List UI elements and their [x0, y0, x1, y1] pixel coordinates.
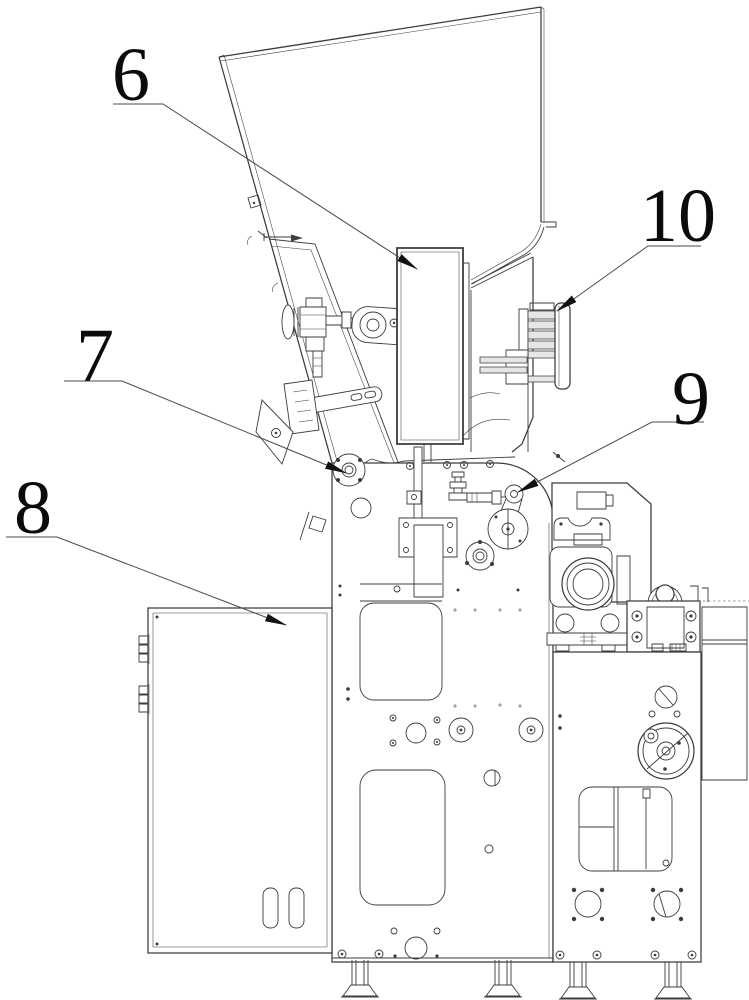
support-bracket	[256, 380, 383, 464]
callout-leader-6	[113, 104, 418, 270]
handwheel	[638, 723, 694, 779]
callout-leader-10	[556, 246, 701, 312]
callouts: 6 7 8 9 10	[6, 33, 716, 625]
callout-label-8: 8	[14, 466, 52, 550]
callout-label-9: 9	[672, 357, 710, 441]
feet	[332, 958, 701, 1000]
door	[138, 608, 332, 953]
forming-assembly	[547, 483, 651, 651]
hopper	[219, 7, 556, 463]
frame-details	[333, 447, 543, 959]
upper-housing	[372, 253, 565, 463]
feeder-actuator-linkage	[282, 298, 415, 377]
callout-label-10: 10	[640, 174, 716, 258]
callout-label-6: 6	[112, 33, 150, 117]
callout-leader-7	[64, 381, 347, 473]
right-column	[553, 652, 701, 962]
feeder-box	[397, 248, 469, 462]
callout-leader-9	[517, 422, 704, 493]
callout-leader-8	[6, 537, 287, 625]
drive-motor	[480, 303, 570, 452]
rear-panel	[653, 588, 749, 780]
callout-label-7: 7	[76, 314, 114, 398]
